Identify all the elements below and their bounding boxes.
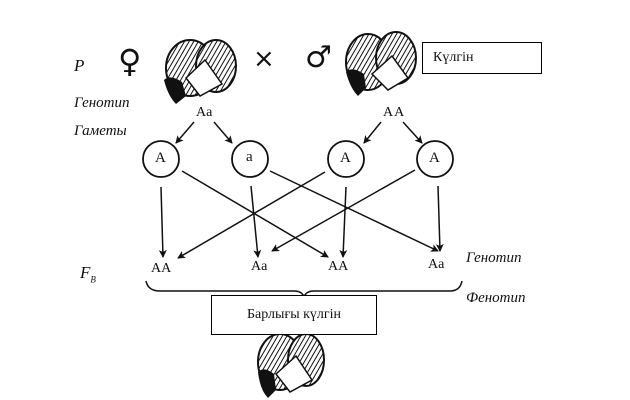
genotype-label-right: Генотип [466,250,522,266]
genotype-label-left: Генотип [74,95,130,111]
arrow-g4-o4 [435,185,444,252]
offspring-label-sub: B [90,274,96,285]
phenotype-label-right: Фенотип [466,290,526,306]
gamete-4: A [429,150,440,166]
offspring-genotype-4: Aa [428,257,445,272]
arrow-g1-o1 [158,186,167,258]
offspring-label-f: F [80,263,91,282]
arrow-male-to-gamete-3 [363,121,382,144]
arrow-g1-o3 [181,170,329,258]
arrow-g2-o2 [250,185,262,258]
arrow-g4-o2 [271,169,416,252]
gamete-circle-2 [231,140,269,178]
gamete-3: A [340,150,351,166]
male-flower-icon [345,31,417,96]
offspring-label: FB [80,263,96,284]
arrow-g2-o4 [269,170,439,252]
offspring-genotype-2: Aa [251,259,268,274]
female-flower-icon [164,39,237,104]
gamete-circle-1 [142,140,180,178]
arrow-male-to-gamete-4 [402,121,423,144]
offspring-phenotype-text: Барлығы күлгін [246,307,342,322]
gamete-circle-3 [327,140,365,178]
male-genotype: AA [383,105,406,120]
female-symbol-icon: ♀ [118,42,142,80]
gamete-2: a [246,149,253,165]
offspring-flower-icon [257,333,325,398]
parent-phenotype-text: Күлгін [433,50,474,65]
arrow-g3-o3 [339,186,348,258]
female-genotype: Aa [196,105,213,120]
offspring-phenotype-box: Барлығы күлгін [211,295,377,335]
gametes-label: Гаметы [74,123,127,139]
cross-symbol-icon: × [253,44,275,74]
parent-phenotype-box: Күлгін [422,42,542,74]
arrow-female-to-gamete-1 [175,121,195,144]
arrow-g3-o1 [177,171,326,259]
offspring-genotype-3: AA [328,259,349,274]
gamete-circle-4 [416,140,454,178]
arrow-female-to-gamete-2 [213,121,233,144]
parents-label: P [74,56,85,75]
gamete-1: A [155,150,166,166]
male-symbol-icon: ♂ [305,40,332,75]
offspring-genotype-1: AA [151,261,172,276]
